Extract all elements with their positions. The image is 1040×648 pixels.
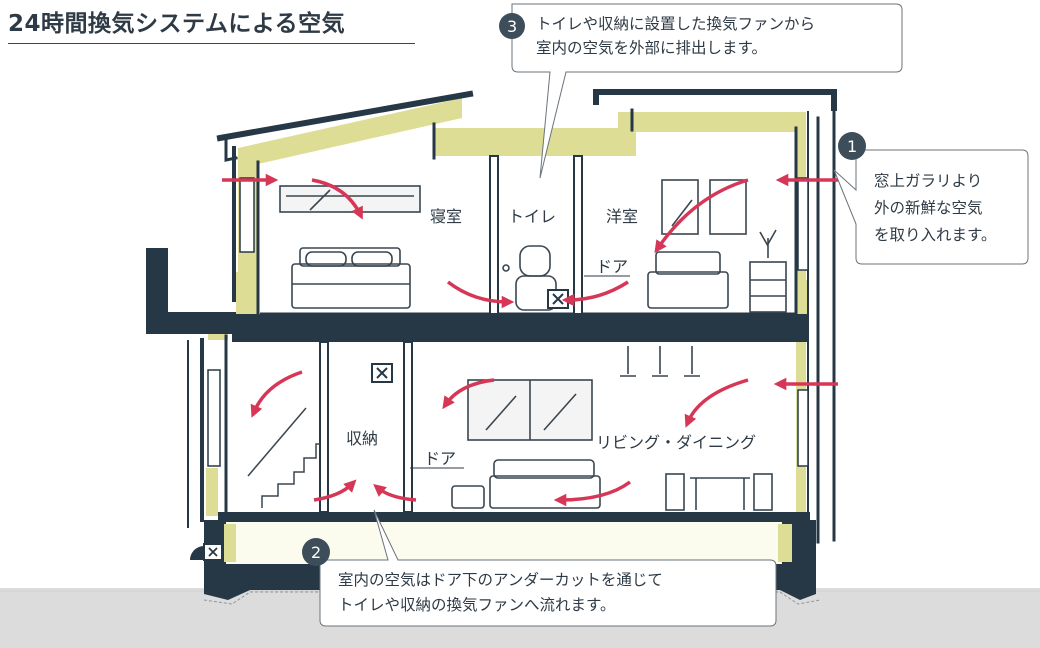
door-label-lower: ドア xyxy=(424,449,456,468)
ventilation-fan-icon xyxy=(547,289,569,309)
callout-1-line-3: を取り入れます。 xyxy=(874,226,997,244)
footing-outline xyxy=(203,591,821,605)
callout-2-line-1: 室内の空気はドア下のアンダーカットを通じて xyxy=(338,571,663,589)
callout-1-text: 窓上ガラリより 外の新鮮な空気 を取り入れます。 xyxy=(874,168,996,249)
callout-1-line-1: 窓上ガラリより xyxy=(874,172,983,190)
ventilation-fan-icon xyxy=(371,363,393,383)
airflow-arrow-icon xyxy=(222,173,838,507)
upper-partitions xyxy=(489,155,583,315)
page-title: 24時間換気システムによる空気 xyxy=(8,11,346,37)
ventilation-fan-icon xyxy=(190,543,223,561)
callout-3-line-1: トイレや収納に設置した換気ファンから xyxy=(536,15,816,33)
bedroom-furniture xyxy=(279,185,421,309)
foundation-vent-left xyxy=(224,524,236,562)
callout-1-badge xyxy=(838,132,866,160)
foundation-vent-right xyxy=(778,524,792,562)
callout-3-badge xyxy=(499,13,525,39)
callout-2-badge xyxy=(302,538,330,566)
callout-2-line-2: トイレや収納の換気ファンへ流れます。 xyxy=(338,596,616,614)
staircase xyxy=(247,407,320,508)
lower-partitions xyxy=(319,341,413,513)
callout-2-number: 2 xyxy=(311,543,321,562)
second-floor-slab xyxy=(232,314,808,342)
callout-3-line-2: 室内の空気を外部に排出します。 xyxy=(536,39,767,57)
room-label-storage: 収納 xyxy=(346,429,378,448)
western-room-furniture xyxy=(647,179,787,313)
callout-3-number: 3 xyxy=(507,17,517,36)
callout-1-number: 1 xyxy=(847,137,857,156)
door-label-upper: ドア xyxy=(596,257,628,276)
room-label-living-dining: リビング・ダイニング xyxy=(596,433,756,452)
callout-1-line-2: 外の新鮮な空気 xyxy=(874,199,983,217)
title-underline xyxy=(8,43,415,44)
callout-2-text: 室内の空気はドア下のアンダーカットを通じて トイレや収納の換気ファンへ流れます。 xyxy=(338,568,663,618)
callout-3-box xyxy=(511,3,903,179)
room-label-bedroom: 寝室 xyxy=(430,207,462,226)
wall-windows xyxy=(207,177,809,467)
room-label-toilet: トイレ xyxy=(508,207,556,226)
balcony-floor xyxy=(146,312,236,334)
insulation xyxy=(206,98,808,516)
callout-3-text: トイレや収納に設置した換気ファンから 室内の空気を外部に排出します。 xyxy=(536,12,815,60)
ground-floor-slab xyxy=(218,512,810,522)
room-label-western-room: 洋室 xyxy=(606,207,638,226)
structure-frame xyxy=(200,89,837,544)
living-furniture xyxy=(451,346,773,511)
